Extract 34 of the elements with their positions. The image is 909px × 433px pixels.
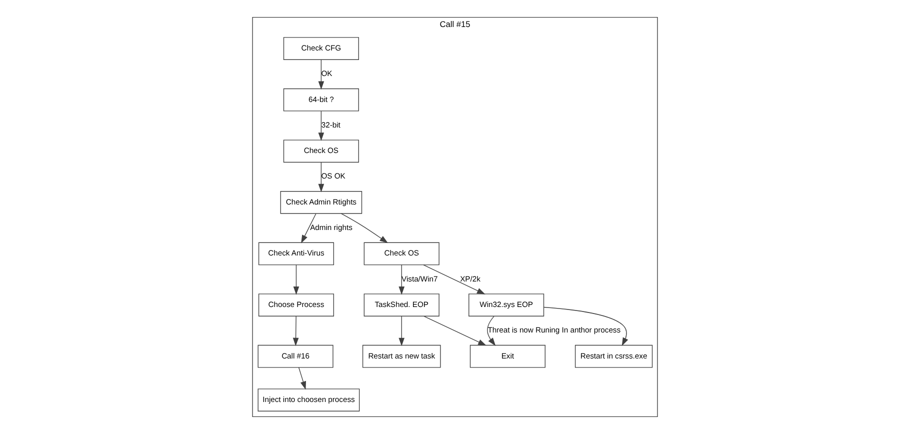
node-box: Check Admin Rtights [280,190,362,214]
node-box: Check Anti-Virus [258,242,334,265]
arrow [318,58,324,90]
edge-label: OK [320,68,332,78]
node-box: Call #16 [257,344,333,368]
arrow [398,264,404,294]
arrow [298,366,306,390]
node-box: Inject into choosen process [257,388,360,411]
edge-label: OS OK [320,171,345,180]
node-box: Restart as new task [362,344,440,368]
node-box: Choose Process [258,293,334,316]
arrow [318,162,324,192]
node-box: Win32.sys EOP [468,293,544,316]
arrow [292,315,298,346]
edge-label: 32-bit [320,120,340,129]
arrow [318,110,324,140]
node-box: Exit [469,344,545,368]
arrow [398,315,404,346]
arrow [340,212,388,243]
arrow [542,306,628,346]
node-box: 64-bit ? [282,88,358,111]
arrow [486,315,496,346]
node-box: TaskShed. EOP [363,293,439,316]
arrow [423,315,486,346]
edge-label: Threat is now Runing In anthor process [487,325,620,334]
arrow [300,212,316,243]
arrow [292,264,299,294]
node-box: Check OS [282,139,358,162]
edge-label: XP/2k [460,274,480,283]
edge-label: Admin rights [310,222,352,232]
arrow [422,264,485,294]
node-box: Check OS [363,242,439,265]
node-box: Check CFG [282,36,358,60]
node-box: Restart in csrss.exe [574,344,652,368]
